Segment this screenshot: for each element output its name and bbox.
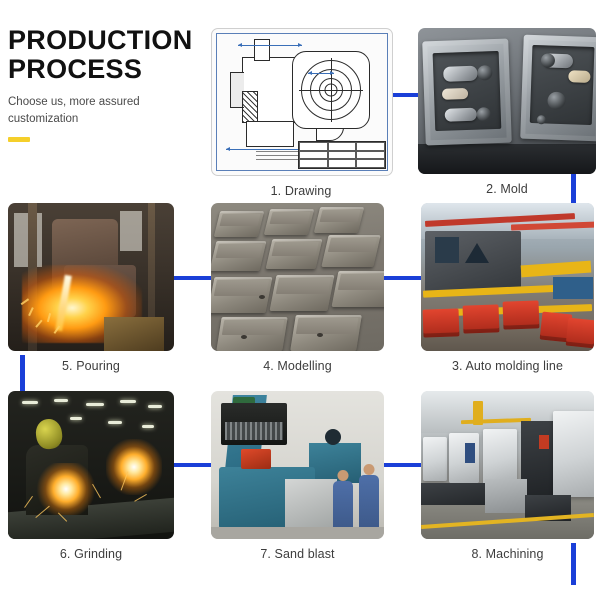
step-card-drawing[interactable]: 1. Drawing bbox=[211, 28, 393, 198]
connector-grinding-to-sand-blast bbox=[172, 463, 214, 467]
step-image-drawing bbox=[211, 28, 393, 176]
connector-pouring-to-grinding bbox=[20, 355, 25, 395]
step-image-grinding bbox=[8, 391, 174, 539]
step-card-mold[interactable]: 2. Mold bbox=[418, 28, 596, 196]
step-caption-sand-blast: 7. Sand blast bbox=[260, 547, 335, 561]
step-card-sand-blast[interactable]: 7. Sand blast bbox=[211, 391, 384, 561]
connector-modelling-to-pouring bbox=[172, 276, 214, 280]
connector-drawing-to-mold bbox=[388, 93, 421, 97]
step-caption-machining: 8. Machining bbox=[471, 547, 544, 561]
step-card-machining[interactable]: 8. Machining bbox=[421, 391, 594, 561]
connector-machining-to-next bbox=[571, 543, 576, 585]
page-subtitle: Choose us, more assured customization bbox=[8, 96, 140, 125]
step-caption-grinding: 6. Grinding bbox=[59, 547, 123, 561]
step-card-grinding[interactable]: 6. Grinding bbox=[8, 391, 174, 561]
step-card-pouring[interactable]: 5. Pouring bbox=[8, 203, 174, 373]
header-block: PRODUCTION PROCESS Choose us, more assur… bbox=[8, 25, 208, 142]
step-card-modelling[interactable]: 4. Modelling bbox=[211, 203, 384, 373]
connector-mold-to-auto-molding-line bbox=[571, 168, 576, 208]
step-caption-pouring: 5. Pouring bbox=[62, 359, 120, 373]
connector-sand-blast-to-machining bbox=[382, 463, 424, 467]
step-caption-auto-molding-line: 3. Auto molding line bbox=[451, 359, 564, 373]
step-image-mold bbox=[418, 28, 596, 174]
step-image-pouring bbox=[8, 203, 174, 351]
step-image-auto-molding-line bbox=[421, 203, 594, 351]
connector-auto-molding-to-modelling bbox=[382, 276, 424, 280]
step-caption-drawing: 1. Drawing bbox=[270, 184, 332, 198]
step-caption-modelling: 4. Modelling bbox=[263, 359, 332, 373]
step-card-auto-molding-line[interactable]: 3. Auto molding line bbox=[421, 203, 594, 373]
page-title: PRODUCTION PROCESS bbox=[8, 25, 193, 85]
step-caption-mold: 2. Mold bbox=[486, 182, 528, 196]
step-image-sand-blast bbox=[211, 391, 384, 539]
step-image-machining bbox=[421, 391, 594, 539]
accent-rule bbox=[8, 136, 30, 142]
step-image-modelling bbox=[211, 203, 384, 351]
